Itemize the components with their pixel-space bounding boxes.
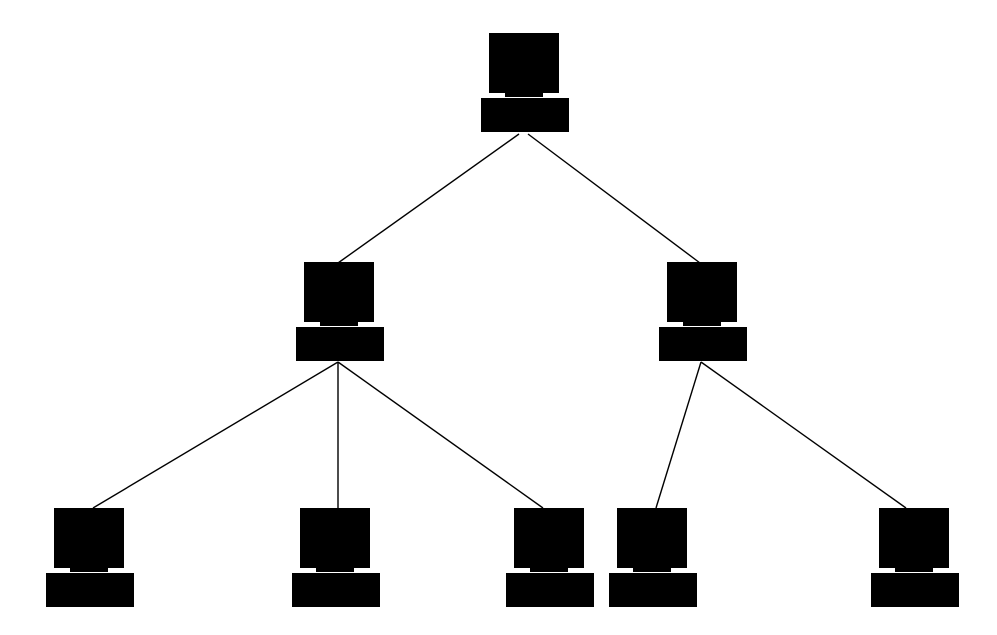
edge-midleft-leaf3 bbox=[337, 361, 544, 509]
edge-midleft-leaf1 bbox=[92, 361, 339, 509]
root-computer-icon bbox=[480, 32, 570, 133]
leaf-4-computer-icon bbox=[608, 507, 698, 608]
edge-midright-leaf5 bbox=[700, 361, 907, 509]
edge-midright-leaf4 bbox=[655, 361, 702, 509]
leaf-3-computer-icon bbox=[505, 507, 595, 608]
edge-group bbox=[92, 133, 907, 509]
mid-left-computer-icon bbox=[295, 261, 385, 362]
node-group bbox=[45, 32, 960, 608]
mid-right-computer-icon bbox=[658, 261, 748, 362]
leaf-5-computer-icon bbox=[870, 507, 960, 608]
leaf-1-computer-icon bbox=[45, 507, 135, 608]
edge-root-midleft bbox=[337, 133, 520, 264]
edge-root-midright bbox=[527, 133, 701, 264]
leaf-2-computer-icon bbox=[291, 507, 381, 608]
